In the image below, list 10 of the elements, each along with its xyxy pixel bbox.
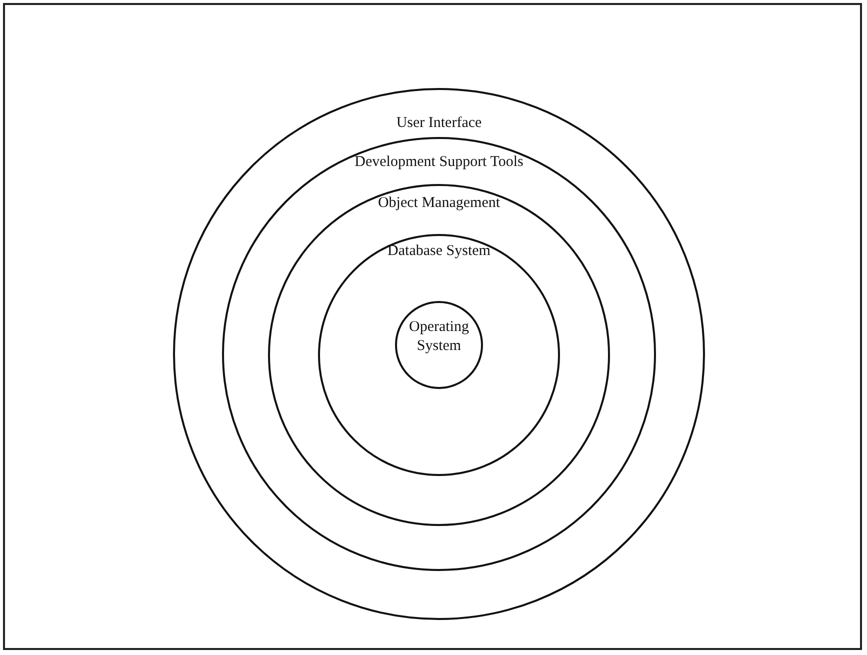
layer-circle <box>173 88 705 620</box>
layer-label: Object Management <box>378 194 500 213</box>
layer-circle <box>222 137 656 571</box>
layer-circle <box>318 234 560 476</box>
layer-label: User Interface <box>396 114 482 133</box>
layer-circle <box>268 184 610 526</box>
layer-circle <box>395 301 483 389</box>
layer-label: Development Support Tools <box>354 153 524 172</box>
layer-label: Operating System <box>408 318 470 356</box>
layer-label: Database System <box>388 242 490 261</box>
